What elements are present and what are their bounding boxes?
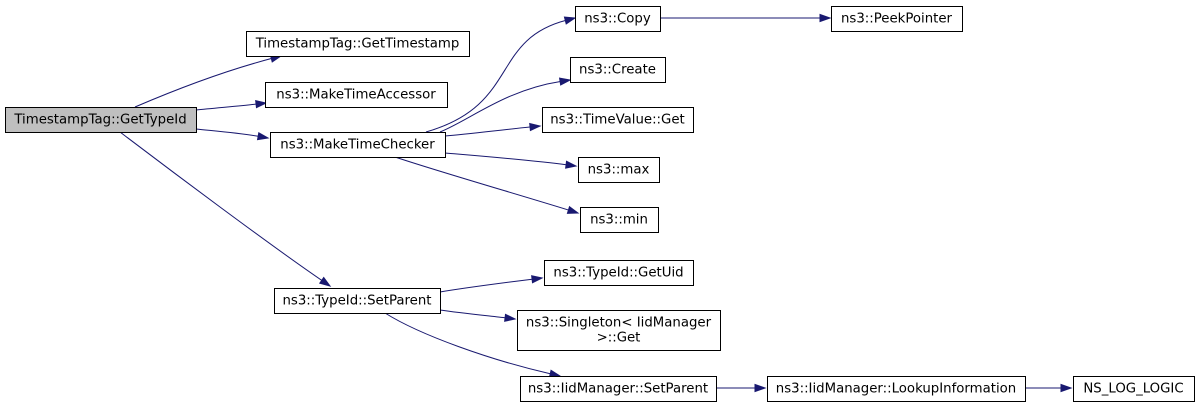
arrowhead-icon	[558, 77, 572, 86]
edge-line	[195, 103, 258, 111]
arrowhead-icon	[565, 160, 578, 169]
node-iidsetparent[interactable]: ns3::IidManager::SetParent	[520, 376, 717, 402]
node-label: ns3::MakeTimeChecker	[280, 138, 435, 153]
edge-line	[439, 278, 534, 293]
node-box	[542, 107, 694, 133]
node-label: ns3::MakeTimeAccessor	[276, 88, 436, 103]
edge-line	[425, 19, 567, 133]
edge-copy-to-peekpointer	[660, 13, 832, 23]
node-box	[570, 57, 666, 83]
node-label: NS_LOG_LOGIC	[1083, 382, 1183, 397]
nodes-layer: TimestampTag::GetTypeId TimestampTag::Get…	[5, 6, 1195, 402]
edge-setparent-to-getuid	[439, 275, 544, 293]
node-label: ns3::TypeId::SetParent	[282, 294, 431, 309]
edge-maketimechecker-to-copy	[425, 16, 577, 133]
edge-maketimechecker-to-max	[444, 152, 578, 169]
node-label: ns3::Singleton< IidManager	[526, 316, 712, 331]
arrowhead-icon	[754, 383, 767, 393]
edge-line	[394, 156, 570, 211]
arrowhead-icon	[529, 122, 542, 132]
node-gettypeid[interactable]: TimestampTag::GetTypeId	[5, 107, 197, 133]
node-label: ns3::TypeId::GetUid	[553, 266, 683, 281]
node-box	[1073, 376, 1195, 402]
edge-iidsetparent-to-lookupinfo	[715, 383, 767, 393]
node-box	[831, 6, 963, 32]
node-peekpointer[interactable]: ns3::PeekPointer	[831, 6, 963, 32]
edge-lookupinfo-to-nslog	[1024, 383, 1073, 393]
node-box	[5, 107, 197, 133]
arrowhead-icon	[563, 16, 577, 25]
node-min[interactable]: ns3::min	[580, 207, 659, 233]
node-box	[544, 260, 694, 286]
edge-setparent-to-iidsetparent	[384, 312, 562, 378]
edge-line	[444, 126, 532, 137]
edge-maketimechecker-to-timevalueget	[444, 122, 542, 137]
node-label: ns3::IidManager::LookupInformation	[776, 382, 1016, 397]
edge-setparent-to-singletonget	[439, 309, 517, 322]
arrowhead-icon	[566, 205, 580, 214]
node-box	[270, 132, 446, 158]
edge-gettypeid-to-setparent	[119, 131, 332, 287]
node-box	[265, 82, 448, 108]
node-nslog[interactable]: NS_LOG_LOGIC	[1073, 376, 1195, 402]
arrowhead-icon	[531, 275, 544, 284]
node-getuid[interactable]: ns3::TypeId::GetUid	[544, 260, 694, 286]
node-box	[578, 157, 660, 183]
node-box	[520, 376, 717, 402]
node-gettimestamp[interactable]: TimestampTag::GetTimestamp	[246, 31, 470, 57]
node-label: ns3::max	[588, 163, 650, 178]
node-label: >::Get	[597, 331, 641, 346]
node-maketimechecker[interactable]: ns3::MakeTimeChecker	[270, 132, 446, 158]
node-maketimeaccessor[interactable]: ns3::MakeTimeAccessor	[265, 82, 448, 108]
node-label: ns3::PeekPointer	[841, 12, 953, 27]
edges-layer	[119, 13, 1073, 393]
arrowhead-icon	[819, 13, 832, 23]
edge-line	[384, 312, 552, 375]
node-box	[274, 288, 441, 314]
node-label: ns3::TimeValue::Get	[550, 113, 685, 128]
node-singletonget[interactable]: ns3::Singleton< IidManager>::Get	[517, 310, 721, 351]
edge-maketimechecker-to-create	[439, 77, 572, 133]
edge-line	[195, 128, 260, 137]
edge-line	[444, 152, 568, 166]
node-label: TimestampTag::GetTimestamp	[255, 37, 460, 52]
node-label: ns3::IidManager::SetParent	[528, 382, 708, 397]
node-box	[575, 6, 661, 32]
edge-line	[119, 131, 323, 282]
node-box	[580, 207, 659, 233]
edge-maketimechecker-to-min	[394, 156, 580, 214]
node-timevalueget[interactable]: ns3::TimeValue::Get	[542, 107, 694, 133]
node-box	[246, 31, 470, 57]
edge-gettypeid-to-maketimechecker	[195, 128, 270, 141]
node-setparent[interactable]: ns3::TypeId::SetParent	[274, 288, 441, 314]
node-lookupinfo[interactable]: ns3::IidManager::LookupInformation	[767, 376, 1026, 402]
arrowhead-icon	[256, 132, 270, 141]
edge-line	[439, 80, 562, 133]
node-label: ns3::Create	[579, 63, 656, 78]
node-box	[517, 310, 721, 351]
node-label: ns3::Copy	[584, 12, 651, 27]
arrowhead-icon	[255, 100, 268, 109]
node-create[interactable]: ns3::Create	[570, 57, 666, 83]
node-copy[interactable]: ns3::Copy	[575, 6, 661, 32]
edge-gettypeid-to-gettimestamp	[134, 54, 283, 108]
arrowhead-icon	[1060, 383, 1073, 393]
edge-line	[134, 57, 273, 108]
node-max[interactable]: ns3::max	[578, 157, 660, 183]
arrowhead-icon	[318, 276, 332, 287]
edge-gettypeid-to-maketimeaccessor	[195, 100, 268, 111]
node-label: TimestampTag::GetTypeId	[13, 113, 186, 128]
node-label: ns3::min	[590, 213, 648, 228]
arrowhead-icon	[504, 313, 517, 322]
node-box	[767, 376, 1026, 402]
edge-line	[439, 309, 507, 319]
